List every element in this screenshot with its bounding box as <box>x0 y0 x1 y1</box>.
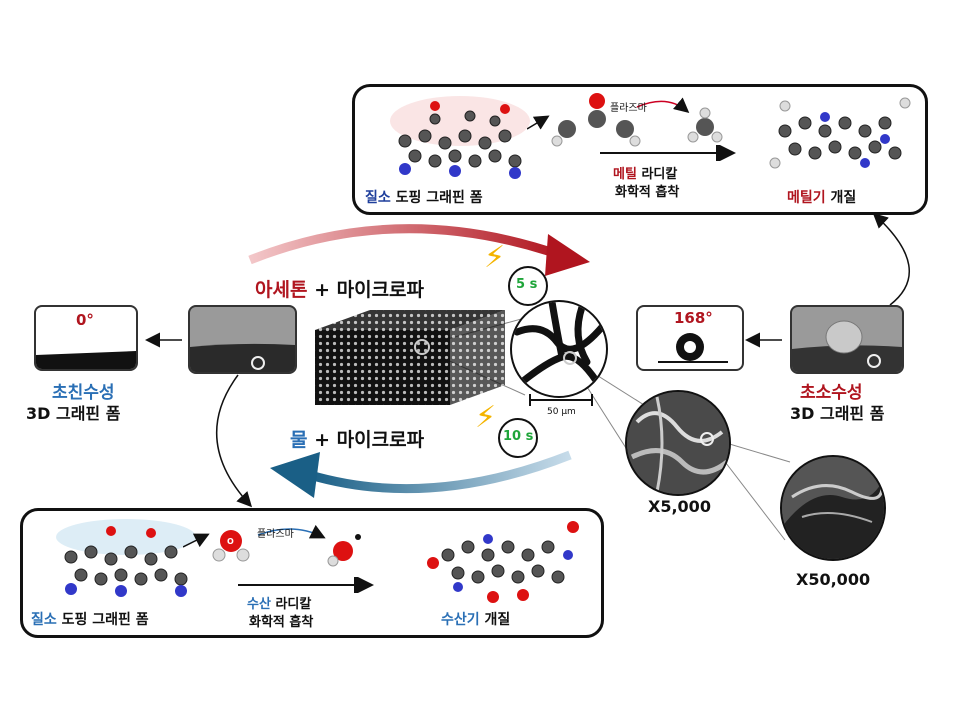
n-doped-foam-label-bottom: 질소 도핑 그래핀 폼 <box>31 612 149 628</box>
n-doped-graphene-molecule <box>56 519 196 597</box>
acetone-microwave-label: 아세톤 + 마이크로파 <box>255 279 425 301</box>
n-doped-graphene-molecule <box>390 96 530 179</box>
methyl-radical-label: 메틸 라디칼 <box>613 167 678 182</box>
carbon-atom-label: C <box>682 117 688 126</box>
magnification-5000-label: X5,000 <box>648 497 711 516</box>
hydrophilic-contact-angle-box: 0° <box>34 305 138 371</box>
superhydrophilic-label: 초친수성 <box>52 383 115 403</box>
hydrophilic-foam-photo <box>188 305 297 374</box>
magnification-50000-label: X50,000 <box>796 570 871 589</box>
adsorption-label-top: 화학적 흡착 <box>615 185 680 200</box>
porous-structure-zoom <box>510 300 608 398</box>
hydroxyl-functionalization-panel: O 플라즈마 수산 라디칼 화학적 흡착 질소 도핑 그래핀 폼 수산기 개질 <box>20 508 604 638</box>
lightning-icon: ⚡ <box>475 400 497 435</box>
sem-image-50000 <box>780 455 886 561</box>
hydroxyl-graphene-molecule <box>427 521 579 603</box>
contact-angle-168: 168° <box>674 309 713 327</box>
reaction-arrow-top <box>600 145 736 161</box>
hydroxyl-radical-label: 수산 라디칼 <box>247 597 312 612</box>
acetone-arrow <box>248 224 562 265</box>
plasma-label-bottom: 플라즈마 <box>257 529 294 540</box>
methyl-modification-label: 메틸기 개질 <box>787 190 857 206</box>
timer-icon-10s: 10 s <box>498 418 538 458</box>
timer-10s-text: 10 s <box>503 429 534 444</box>
reaction-arrow-bottom <box>238 577 374 593</box>
graphene-foam-label-right: 3D 그래핀 폼 <box>790 404 885 423</box>
n-doped-foam-label-top: 질소 도핑 그래핀 폼 <box>365 190 483 206</box>
methyl-graphene-molecule <box>769 97 911 169</box>
timer-icon-5s: 5 s <box>508 266 548 306</box>
hydroxyl-modification-label: 수산기 개질 <box>441 612 511 628</box>
acetone-arrow-head <box>545 234 590 276</box>
adsorption-label-bottom: 화학적 흡착 <box>249 615 314 630</box>
water-arrow <box>308 450 572 494</box>
graphene-foam-block <box>315 310 505 405</box>
oxygen-atom-label: O <box>570 97 577 106</box>
water-molecule <box>183 524 361 567</box>
hydrophobic-foam-photo <box>790 305 904 374</box>
methyl-functionalization-panel: O C 플라즈마 메틸 라디칼 화학적 흡착 질소 도핑 그래핀 폼 메틸기 개… <box>352 84 928 215</box>
water-microwave-label: 물 + 마이크로파 <box>290 429 425 451</box>
plasma-label-top: 플라즈마 <box>610 103 647 114</box>
scale-bar-label: 50 μm <box>547 407 576 417</box>
oxygen-atom-label: O <box>227 537 234 546</box>
contact-angle-0: 0° <box>76 311 94 329</box>
acetone-molecule <box>527 93 723 147</box>
timer-5s-text: 5 s <box>516 277 538 292</box>
superhydrophobic-label: 초소수성 <box>800 383 863 403</box>
water-arrow-head <box>270 452 320 498</box>
sem-image-5000 <box>625 390 731 496</box>
lightning-icon: ⚡ <box>484 240 506 275</box>
hydrophobic-contact-angle-box: 168° <box>636 305 744 371</box>
graphene-foam-label-left: 3D 그래핀 폼 <box>26 404 121 423</box>
